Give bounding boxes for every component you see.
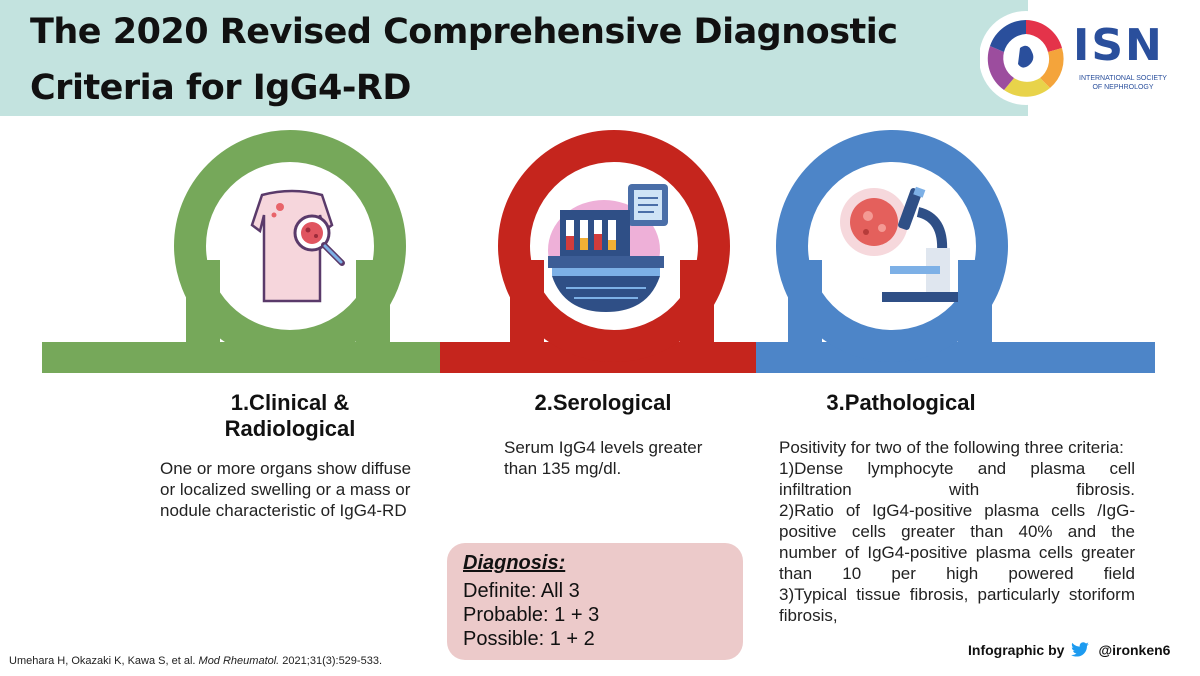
criterion-2-heading: 2.Serological (534, 390, 672, 415)
ring-tails (186, 260, 992, 344)
twitter-bird-icon[interactable] (1070, 642, 1090, 658)
criterion-1-text: One or more organs show diffuse or local… (160, 459, 412, 520)
infographic-credit: Infographic by @ironken6 (968, 642, 1170, 658)
logo-subtitle: INTERNATIONAL SOCIETY OF NEPHROLOGY (1079, 75, 1167, 91)
criterion-2-text: Serum IgG4 levels greater than 135 mg/dl… (504, 438, 703, 478)
blood-analyzer-icon (548, 184, 668, 312)
diagnosis-title: Diagnosis: (463, 552, 566, 574)
diagnosis-definite: Definite: All 3 (463, 580, 580, 602)
title-line-1: The 2020 Revised Comprehensive Diagnosti… (30, 12, 898, 52)
torso-magnifier-icon (250, 189, 345, 303)
page-title: The 2020 Revised Comprehensive Diagnosti… (30, 4, 1010, 116)
logo-text: ISN (1073, 20, 1164, 71)
diagnosis-possible: Possible: 1 + 2 (463, 628, 595, 650)
title-banner (0, 0, 1028, 116)
title-line-2: Criteria for IgG4-RD (30, 68, 411, 108)
diagnosis-probable: Probable: 1 + 3 (463, 604, 600, 626)
credit-label: Infographic by (968, 642, 1065, 658)
criterion-3-heading: 3.Pathological (826, 390, 976, 415)
timeline-bar-blue (756, 342, 1155, 373)
criterion-3-text: Positivity for two of the following thre… (779, 438, 1135, 625)
diagnosis-box (447, 543, 743, 660)
credit-handle[interactable]: @ironken6 (1098, 642, 1171, 658)
criterion-1-heading: 1.Clinical & Radiological (224, 390, 356, 441)
isn-logo (980, 11, 1073, 105)
citation: Umehara H, Okazaki K, Kawa S, et al. Mod… (9, 655, 382, 667)
microscope-icon (840, 186, 958, 302)
